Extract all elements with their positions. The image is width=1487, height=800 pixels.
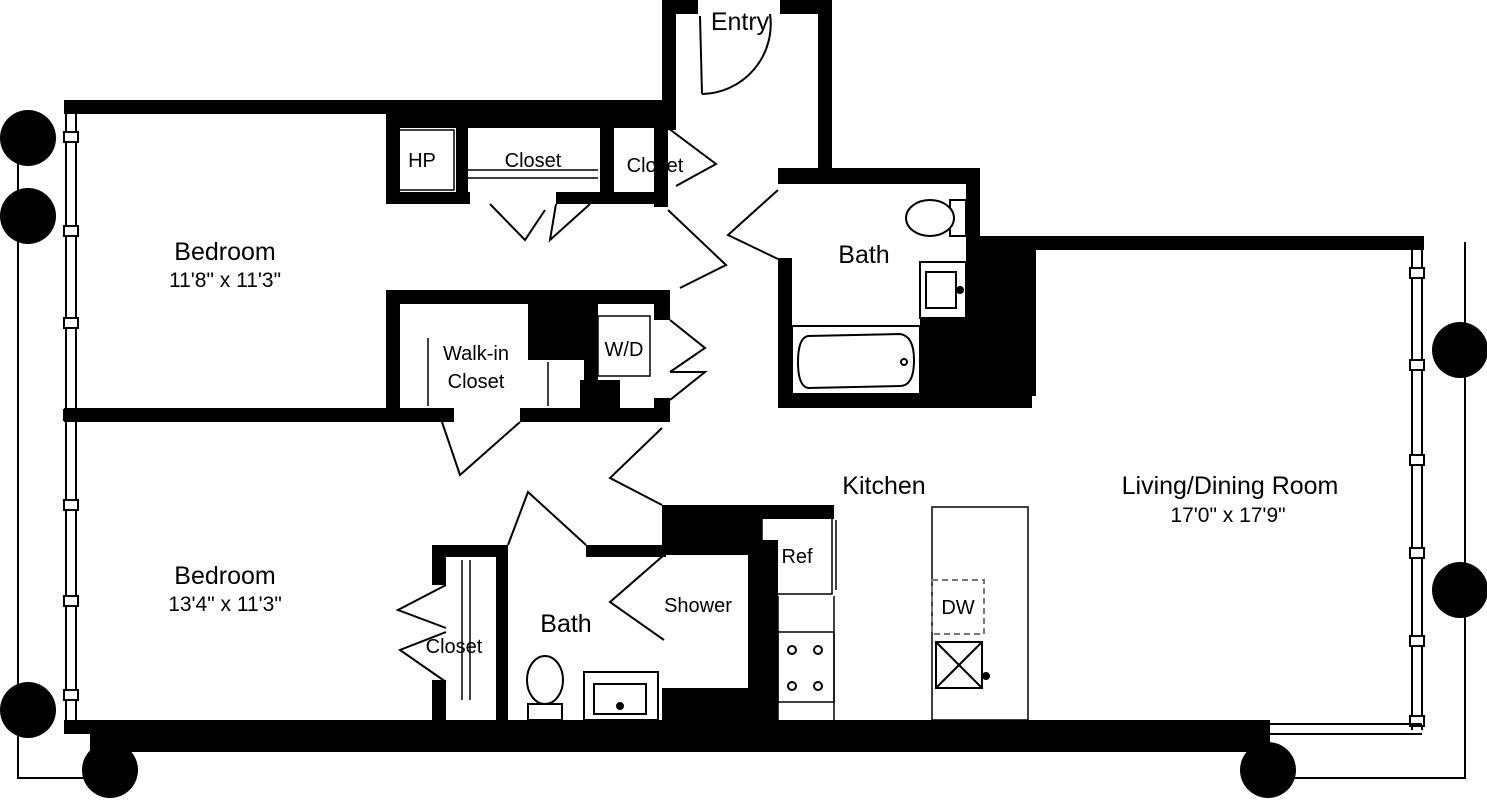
bath-label: Bath: [838, 241, 889, 269]
sink-icon: [583, 671, 659, 721]
sink-icon: [935, 641, 990, 689]
interior-lines: [389, 129, 1029, 721]
closet-label: Closet: [627, 155, 684, 177]
bedroom1-dims: 11'8" x 11'3": [169, 269, 281, 292]
walls: [64, 0, 1424, 752]
toilet-icon: [526, 655, 564, 721]
wd-label: W/D: [605, 339, 644, 361]
closet-label: Closet: [505, 150, 562, 172]
window-bottom-right: [1270, 723, 1422, 735]
hp-label: HP: [979, 358, 1007, 380]
walkin-closet-label: Closet: [448, 371, 505, 393]
stove-icon: [787, 645, 823, 691]
window-right: [1409, 245, 1425, 730]
dw-label: DW: [941, 597, 974, 619]
bathtub-icon: [791, 325, 921, 395]
bath-label: Bath: [540, 610, 591, 638]
living-room-name: Living/Dining Room: [1122, 472, 1339, 500]
sink-icon: [919, 261, 967, 319]
walkin-closet-label: Walk-in: [443, 343, 509, 365]
bedroom2-dims: 13'4" x 11'3": [168, 593, 282, 616]
bedroom1-name: Bedroom: [174, 238, 275, 266]
ref-label: Ref: [781, 546, 813, 568]
kitchen-label: Kitchen: [842, 472, 925, 500]
shower-label: Shower: [664, 595, 732, 617]
entry-label: Entry: [711, 8, 770, 36]
toilet-icon: [905, 199, 967, 237]
closet-label: Closet: [426, 636, 483, 658]
exterior-outline: [17, 137, 1466, 779]
bedroom2-name: Bedroom: [174, 562, 275, 590]
door-swing-icon: [395, 13, 781, 683]
column-icon: [0, 110, 1487, 798]
hp-label: HP: [408, 150, 436, 172]
dishwasher: [931, 579, 985, 635]
living-room-dims: 17'0" x 17'9": [1170, 504, 1285, 527]
